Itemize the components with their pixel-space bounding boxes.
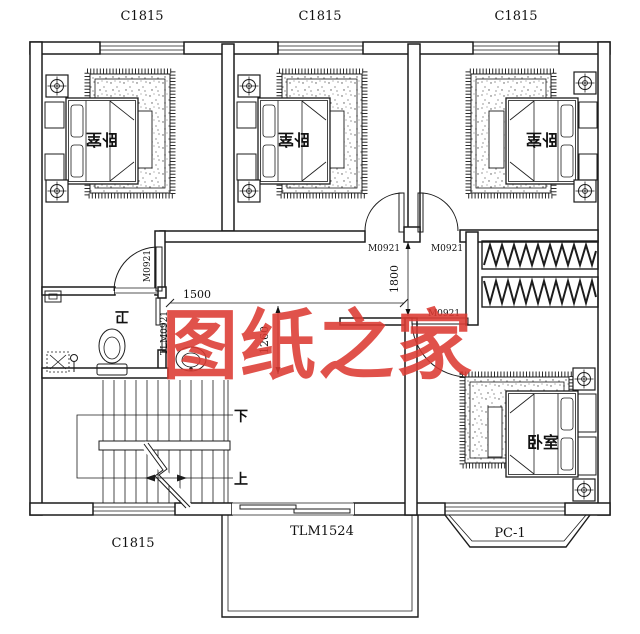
bathroom-sliding-door	[155, 297, 167, 352]
column-marker	[45, 179, 69, 203]
bedroom-3: 卧室 M0921	[417, 71, 598, 254]
bedroom-3-label: 卧室	[526, 130, 558, 149]
window-label-top-2: C1815	[298, 9, 341, 24]
window-c1815-bottom	[92, 502, 176, 516]
watermark-text: 图纸之家	[162, 301, 474, 390]
bedroom-2-door	[364, 192, 405, 233]
stair-handrail	[98, 440, 231, 451]
window-label-top-1: C1815	[120, 9, 163, 24]
window-c1815-1	[99, 41, 185, 55]
bedroom-2: 卧室 M0921	[236, 71, 405, 254]
bedroom-1-door-label: M0921	[143, 250, 153, 282]
bedroom-1-label: 卧室	[86, 130, 118, 149]
top-windows	[99, 41, 560, 55]
flue-box	[44, 290, 62, 303]
column-marker	[572, 367, 596, 391]
column-marker	[573, 179, 597, 203]
bathroom-sliding-door-label: TLM0921	[160, 311, 170, 355]
bedroom-4-door	[411, 317, 469, 378]
column-marker	[573, 71, 597, 95]
dimension-1800: 1800	[388, 242, 411, 316]
column-marker	[45, 74, 69, 98]
window-c1815-3	[472, 41, 560, 55]
bedroom-3-door	[417, 192, 459, 233]
balcony-door-label: TLM1524	[290, 524, 354, 539]
wardrobe	[481, 240, 599, 308]
bedroom-2-label: 卧室	[278, 130, 310, 149]
dimension-1500: 1500	[165, 288, 409, 308]
bedroom-1-door	[113, 246, 163, 294]
bathroom-label: 卫	[115, 308, 129, 324]
balcony	[221, 502, 419, 618]
shower-icon	[46, 351, 78, 373]
bay-window	[444, 502, 591, 548]
bedroom-4: M0921 卧室	[411, 309, 597, 502]
svg-text:1800: 1800	[388, 265, 401, 293]
interior-walls	[41, 43, 599, 516]
bedroom-2-door-label: M0921	[368, 244, 400, 254]
window-c1815-2	[277, 41, 364, 55]
stair-break-mask	[141, 441, 192, 510]
column-marker	[237, 179, 261, 203]
bedroom-4-door-label: M0921	[428, 309, 460, 319]
dimension-1260: 1260	[258, 306, 281, 374]
window-label-bottom: C1815	[111, 536, 154, 551]
bedroom-1: 卧室 M0921	[44, 71, 173, 294]
staircase: 下 上	[76, 380, 248, 510]
svg-text:1500: 1500	[183, 288, 211, 301]
bay-window-label: PC-1	[494, 526, 525, 541]
toilet-icon	[96, 328, 128, 376]
bedroom-4-label: 卧室	[527, 433, 559, 452]
bedroom-3-door-label: M0921	[431, 244, 463, 254]
washbasin-icon	[175, 346, 207, 372]
stair-down-label: 下	[234, 409, 248, 425]
bathroom: 卫 TLM0921	[44, 290, 207, 376]
svg-text:1260: 1260	[258, 326, 271, 354]
stair-up-label: 上	[234, 472, 248, 488]
balcony-sliding-door	[239, 504, 351, 514]
column-marker	[572, 478, 596, 502]
column-marker	[237, 74, 261, 98]
window-label-top-3: C1815	[494, 9, 537, 24]
